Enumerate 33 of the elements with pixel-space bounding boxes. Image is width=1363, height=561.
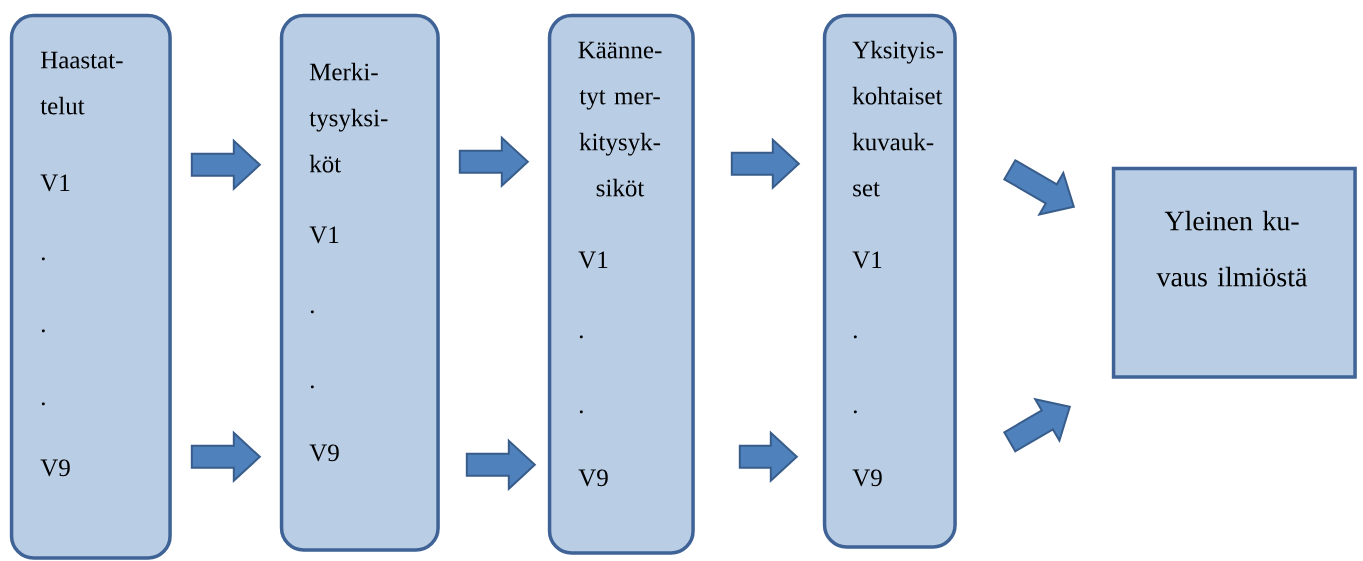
box-heading: Merki- tysyksi- köt [309,62,388,173]
item-label: V9 [40,459,70,477]
item-label: V1 [309,226,339,244]
box-heading: Käänne- tyt mer- kitysyk- siköt [578,41,662,197]
result-box [1111,166,1357,379]
dot: . [41,402,45,406]
process-box [9,13,172,560]
process-box [279,13,440,552]
dot: . [853,410,857,414]
item-label: V9 [309,444,339,462]
block-arrow [738,430,799,484]
dot: . [579,335,583,339]
box-heading: Haastat- telut [40,51,123,115]
item-label: V9 [852,469,882,487]
item-label: V1 [578,251,608,269]
process-box [822,13,957,549]
process-box [547,13,695,555]
item-label: V1 [40,174,70,192]
dot: . [853,335,857,339]
dot: . [310,385,314,389]
block-arrow [730,137,801,191]
block-arrow [190,138,262,192]
dot: . [579,410,583,414]
item-label: V1 [852,251,882,269]
dot: . [41,257,45,261]
block-arrow [465,438,537,492]
item-label: V9 [578,469,608,487]
dot: . [310,310,314,314]
box-heading: Yksityis- kohtaiset kuvauk- set [852,40,943,197]
block-arrow [458,135,530,189]
box-heading: Yleinen ku- vaus ilmiöstä [1156,210,1308,287]
block-arrow [190,430,262,484]
dot: . [41,329,45,333]
